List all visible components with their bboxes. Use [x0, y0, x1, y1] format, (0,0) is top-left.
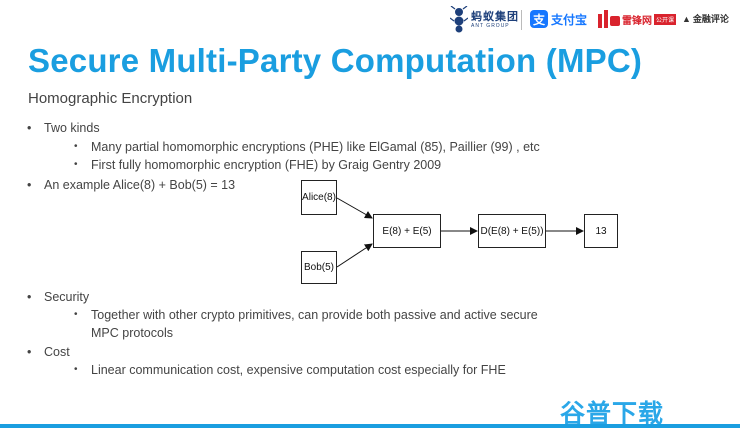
node-decryption: D(E(8) + E(5))	[478, 214, 546, 248]
bullet-text: MPC protocols	[91, 326, 173, 340]
bullet-text: Many partial homomorphic encryptions (PH…	[91, 140, 540, 154]
logo-divider	[521, 10, 522, 30]
slide-subtitle: Homographic Encryption	[28, 90, 193, 107]
bullet-text: Together with other crypto primitives, c…	[91, 308, 538, 322]
ant-group-logo: 蚂蚁集团 ANT GROUP	[450, 6, 519, 34]
bullet-text: First fully homomorphic encryption (FHE)…	[91, 158, 442, 172]
jinrong-name: 金融评论	[692, 14, 729, 24]
bullet-dot-icon: •	[27, 290, 32, 304]
node-bob: Bob(5)	[301, 251, 337, 284]
bullet-text: Cost	[44, 345, 70, 359]
bullet-dot-icon: •	[27, 121, 32, 135]
bullet-example: • An example Alice(8) + Bob(5) = 13	[27, 178, 236, 192]
arrow-alice-to-enc	[336, 197, 373, 219]
alipay-logo: 支 支付宝	[530, 10, 587, 28]
alipay-icon: 支	[530, 10, 548, 28]
bullet-text: Security	[44, 290, 90, 304]
node-result: 13	[584, 214, 618, 248]
bullet-dot-icon: •	[74, 364, 78, 375]
node-alice: Alice(8)	[301, 180, 337, 215]
bullet-phe: • Many partial homomorphic encryptions (…	[74, 140, 540, 154]
ant-group-name: 蚂蚁集团	[471, 10, 519, 23]
bullet-fhe: • First fully homomorphic encryption (FH…	[74, 158, 442, 172]
bullet-text: An example Alice(8) + Bob(5) = 13	[44, 178, 236, 192]
bullet-two-kinds: • Two kinds	[27, 121, 100, 135]
triangle-icon: ▲	[682, 13, 691, 24]
ant-group-english-name: ANT GROUP	[471, 22, 510, 29]
bullet-dot-icon: •	[27, 178, 32, 192]
bottom-accent-line	[0, 424, 740, 428]
bullet-dot-icon: •	[74, 159, 78, 170]
leifeng-logo: 雷锋网 公开课	[598, 10, 677, 28]
leifeng-icon	[598, 10, 620, 28]
bullet-security-detail-continued: MPC protocols	[91, 326, 173, 340]
bullet-dot-icon: •	[27, 345, 32, 359]
arrow-bob-to-enc	[336, 243, 373, 268]
homomorphic-diagram: Alice(8) Bob(5) E(8) + E(5) D(E(8) + E(5…	[298, 178, 628, 286]
bullet-dot-icon: •	[74, 141, 78, 152]
jinrong-logo: ▲ 金融评论	[682, 12, 729, 25]
bullet-dot-icon: •	[74, 309, 78, 320]
diagram-arrows	[336, 197, 584, 268]
bullet-security: • Security	[27, 290, 90, 304]
watermark-logo: 谷普下载	[560, 399, 665, 428]
partner-logos: 蚂蚁集团 ANT GROUP 支 支付宝 雷锋网 公开课 ▲ 金融评论	[450, 6, 740, 36]
bullet-cost-detail: • Linear communication cost, expensive c…	[74, 363, 506, 377]
slide-title: Secure Multi-Party Computation (MPC)	[28, 42, 643, 79]
bullet-security-detail: • Together with other crypto primitives,…	[74, 308, 538, 322]
bullet-cost: • Cost	[27, 345, 70, 359]
alipay-name: 支付宝	[551, 12, 588, 27]
leifeng-badge: 公开课	[654, 13, 677, 25]
leifeng-name: 雷锋网	[622, 15, 652, 27]
ant-icon	[450, 6, 468, 33]
bullet-text: Two kinds	[44, 121, 100, 135]
bullet-text: Linear communication cost, expensive com…	[91, 363, 506, 377]
node-encrypted-sum: E(8) + E(5)	[373, 214, 441, 248]
